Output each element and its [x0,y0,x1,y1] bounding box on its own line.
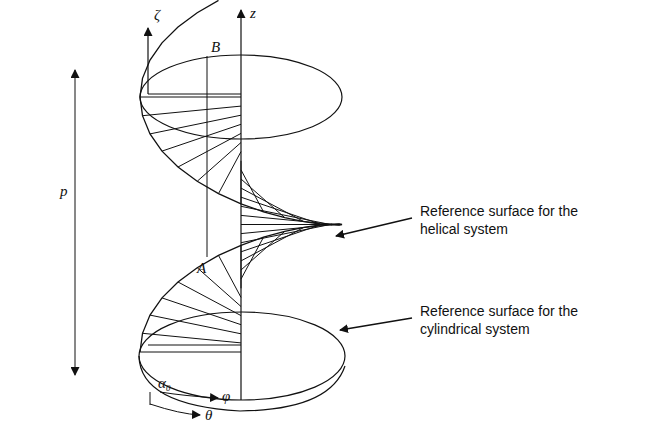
angle-tick [150,392,151,405]
ruling-line [241,188,304,222]
theta-arrow [150,404,200,415]
point-label: B [211,40,220,55]
axis-label: z [250,6,256,21]
ruling-line [143,333,242,343]
dimension-label: p [60,184,68,199]
leader-line [336,218,412,236]
ruling-line [178,282,241,316]
point-label: A [197,261,206,276]
ruling-line [162,298,241,325]
phi-arrow [160,392,218,398]
z-axis [240,10,241,400]
leader-line [340,318,412,330]
ruling-line [241,197,320,224]
angle-label: α₀ [158,376,171,391]
axis-label: ζ [154,8,160,23]
callout-text: Reference surface for the cylindrical sy… [420,303,585,338]
ruling-line [143,106,242,116]
ab-line [207,56,208,257]
ruling-line [219,255,242,297]
ruling-line [140,97,241,98]
ruling-line [219,152,242,194]
pitch-dimension [75,70,76,375]
callout-text: Reference surface for the helical system [420,203,585,238]
ruling-line [140,352,241,353]
bottom-ellipse [139,312,345,400]
angle-label: φ [222,389,230,404]
ruling-line [241,224,340,234]
angle-label: θ [205,408,212,423]
ref-line [148,94,241,95]
ref-line [148,345,241,346]
cylinder-band [139,356,345,411]
ruling-line [197,143,241,182]
zeta-axis [147,28,148,94]
ruling-line [150,315,241,334]
